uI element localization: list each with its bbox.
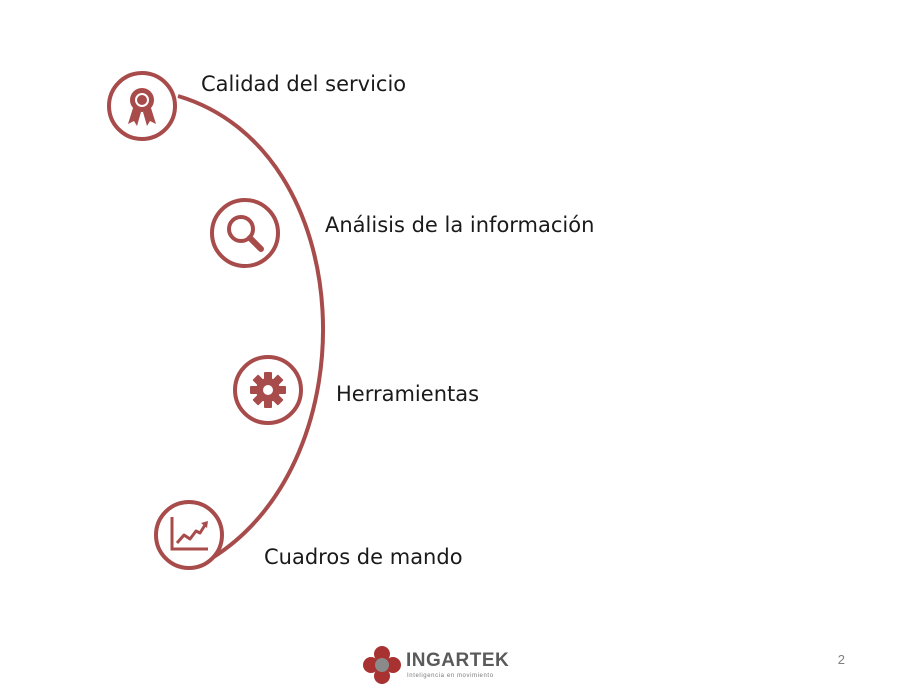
gear-icon xyxy=(233,355,303,425)
line-chart-icon xyxy=(154,500,224,570)
item-label-herramientas: Herramientas xyxy=(336,382,480,406)
item-label-cuadros: Cuadros de mando xyxy=(264,545,463,569)
logo-mark-icon xyxy=(363,646,401,684)
page-number: 2 xyxy=(837,652,845,667)
ingartek-logo: INGARTEK Inteligencia en movimiento xyxy=(362,645,509,685)
magnifier-icon xyxy=(210,198,280,268)
award-ribbon-icon xyxy=(107,71,177,141)
item-label-calidad: Calidad del servicio xyxy=(201,72,407,96)
logo-tagline: Inteligencia en movimiento xyxy=(407,673,494,679)
item-label-analisis: Análisis de la información xyxy=(325,213,595,237)
logo-name: INGARTEK xyxy=(406,650,510,671)
